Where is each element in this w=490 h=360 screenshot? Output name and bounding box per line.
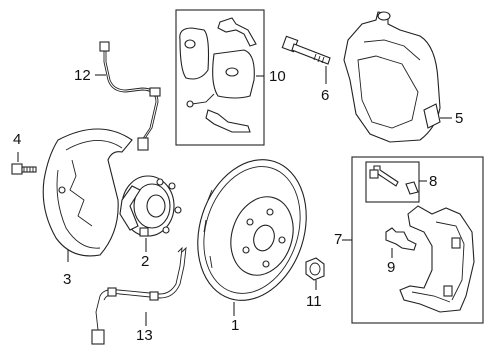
caliper-bolt: [281, 35, 331, 65]
guide-pin-kit-box: [365, 161, 420, 203]
brake-rotor: [197, 159, 307, 301]
callout-12: 12: [74, 67, 91, 84]
callout-9: 9: [387, 259, 396, 276]
callout-4: 4: [13, 131, 22, 148]
brake-caliper: [343, 11, 441, 143]
hub-nut: [305, 257, 325, 281]
brake-hose: [99, 41, 161, 151]
callout-2: 2: [141, 253, 150, 270]
caliper-bracket: [399, 205, 475, 313]
callout-7: 7: [334, 231, 343, 248]
callout-3: 3: [63, 271, 72, 288]
brake-pad-kit-box: [175, 9, 265, 146]
callout-6: 6: [321, 87, 330, 104]
callout-10: 10: [269, 68, 286, 85]
speed-sensor-harness: [91, 246, 187, 345]
callout-13: 13: [136, 327, 153, 344]
dust-shield: [42, 128, 133, 257]
brake-pads: [179, 17, 257, 133]
callout-5: 5: [455, 110, 464, 127]
callout-11: 11: [306, 293, 322, 310]
callout-1: 1: [231, 317, 240, 334]
pad-clip: [385, 227, 417, 251]
guide-pins: [369, 165, 419, 195]
leader-lines: [17, 66, 452, 326]
callout-8: 8: [429, 173, 438, 190]
dust-shield-bolt: [11, 163, 37, 175]
wheel-hub: [119, 175, 182, 237]
